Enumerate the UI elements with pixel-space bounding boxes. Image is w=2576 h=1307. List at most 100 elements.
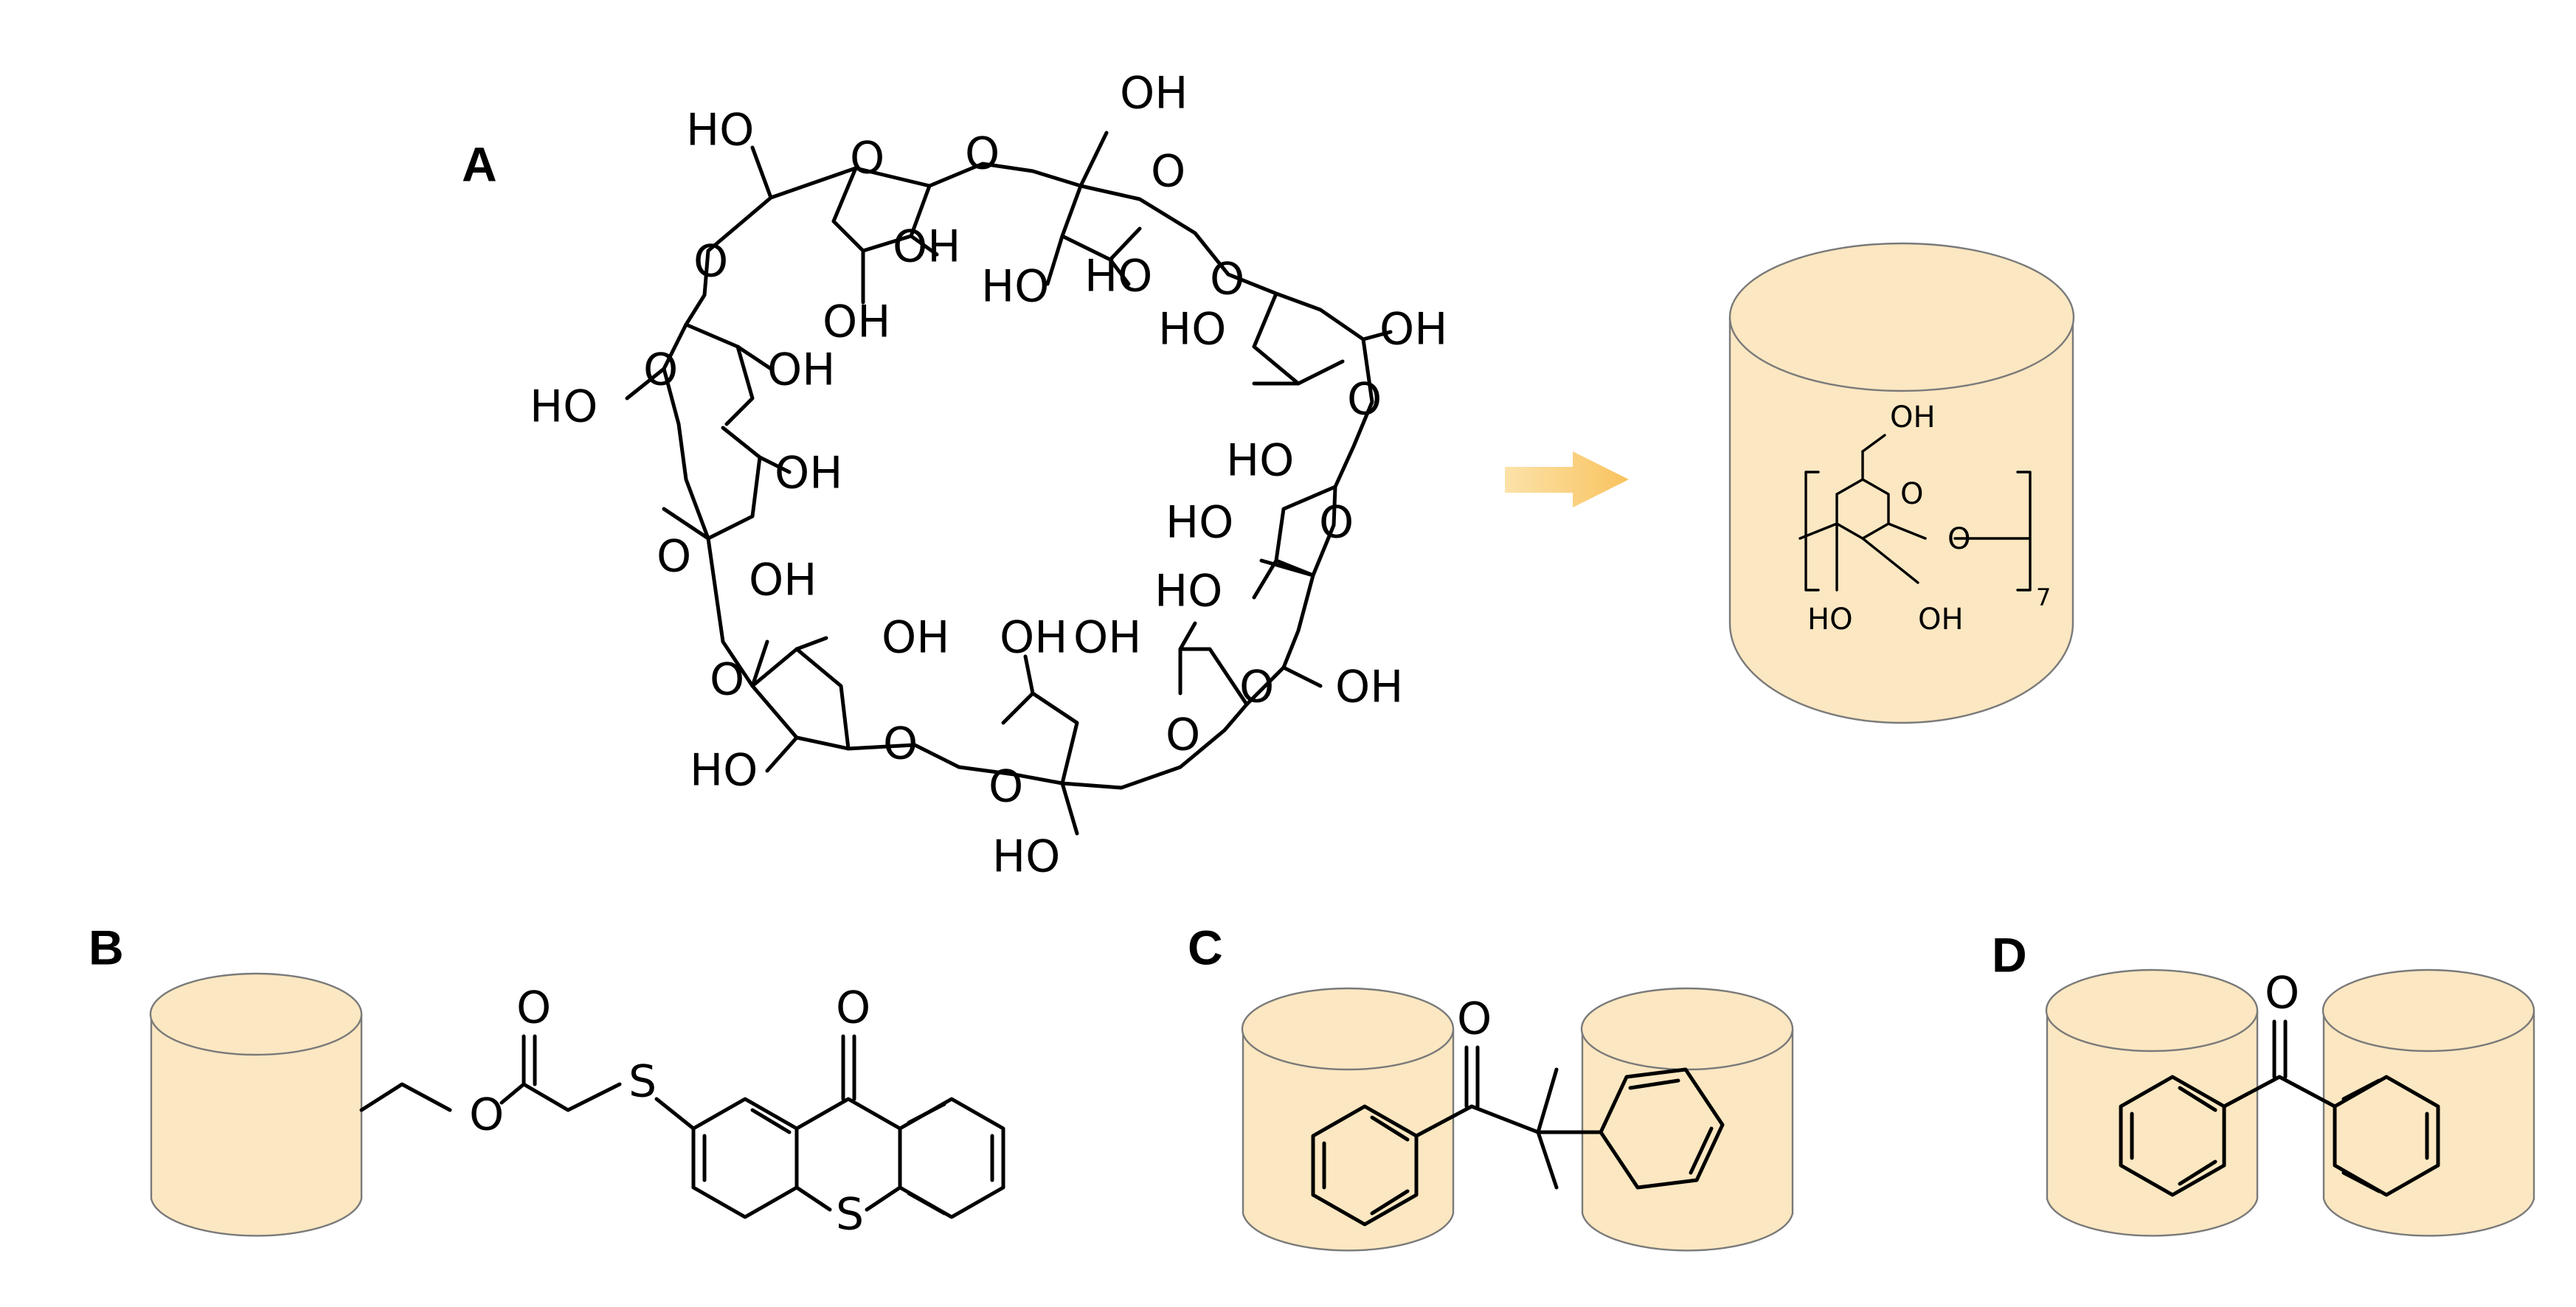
cd-bond: [1078, 131, 1109, 188]
cd-hydroxyl-label: OH: [1120, 68, 1188, 119]
aromatic-ring: [2119, 1075, 2226, 1197]
ester-bond: [499, 1082, 622, 1112]
cd-hydroxyl-label: OH: [1335, 662, 1403, 713]
cd-bridge-oxygen-label: O: [1210, 254, 1244, 305]
panel-d-structure: O: [2045, 968, 2535, 1237]
cd-bond: [765, 735, 799, 773]
cd-hydroxyl-label: OH: [1379, 304, 1447, 356]
panel-c-structure: O: [1241, 987, 1794, 1252]
aromatic-double-bond: [2341, 1078, 2381, 1101]
aromatic-double-bond: [1370, 1115, 1410, 1142]
cd-bond: [1060, 184, 1142, 262]
cd-bond: [1178, 621, 1197, 651]
panel-label-a: A: [462, 136, 497, 191]
cylinder-body: [1581, 1029, 1794, 1252]
cd-ring-oxygen-label: O: [1347, 374, 1382, 426]
beta-cyclodextrin-structure: HO O O OH O OH OH HO HO O O HO OH O O OH…: [530, 68, 1447, 883]
cd-hydroxyl-label: OH: [749, 555, 817, 606]
central-ring-bond: [794, 1097, 902, 1131]
cd-ring-oxygen-label: O: [710, 654, 744, 706]
glucose-hydroxyl-label: OH: [1918, 603, 1964, 637]
cd-bond: [1001, 691, 1079, 786]
panel-label-b: B: [89, 920, 124, 974]
carbonyl-oxygen-label: O: [2265, 968, 2299, 1019]
glucose-bridge-oxygen-label: O: [1947, 522, 1970, 556]
repeat-bracket-right: [2016, 471, 2032, 592]
cylinder-top: [1241, 987, 1455, 1071]
linker-bond: [359, 1082, 452, 1112]
cyclodextrin-cylinder-schematic: OH O O HO OH 7: [1728, 242, 2075, 724]
central-ring-bond: [794, 1185, 832, 1212]
glucose-bond: [1887, 522, 1927, 540]
carbonyl-oxygen-label: O: [516, 982, 551, 1034]
cd-ring-oxygen-label: O: [1151, 146, 1185, 198]
cd-hydroxyl-label: HO: [686, 105, 754, 156]
glucose-bond: [1861, 537, 1919, 584]
methyl-bond: [1536, 1130, 1559, 1190]
cd-hydroxyl-label: HO: [530, 381, 598, 433]
cd-hydroxyl-label: OH: [1000, 612, 1067, 664]
cd-hydroxyl-label: OH: [1073, 612, 1141, 664]
aromatic-ring: [1311, 1104, 1419, 1227]
cd-bond: [662, 507, 710, 541]
panel-label-d: D: [1992, 927, 2027, 982]
panel-b-structure: O O S O S: [149, 972, 1005, 1241]
repeat-count: 7: [2036, 583, 2051, 611]
cylinder-top: [1580, 987, 1794, 1071]
cd-bridge-oxygen-label: O: [883, 718, 918, 770]
cd-bond: [662, 162, 1374, 790]
cd-bond: [1252, 291, 1345, 386]
cd-bond: [1060, 781, 1079, 836]
methyl-bond: [1536, 1067, 1559, 1134]
cd-hydroxyl-label: OH: [775, 448, 842, 499]
cd-hydroxyl-label: OH: [893, 221, 960, 273]
cd-bridge-oxygen-label: O: [693, 236, 728, 288]
transform-arrow: [1505, 451, 1629, 507]
cd-bond: [706, 426, 762, 541]
ketone-bond: [1414, 1104, 1603, 1138]
cd-bridge-oxygen-label: O: [657, 531, 691, 583]
cd-hydroxyl-label: HO: [1084, 251, 1152, 302]
cd-bond: [1259, 558, 1315, 578]
cylinder-top: [2321, 968, 2535, 1053]
cd-bond: [909, 234, 939, 257]
cd-bond: [750, 647, 851, 751]
aromatic-double-bond: [2178, 1086, 2217, 1112]
cd-hydroxyl-label: HO: [992, 831, 1060, 883]
cylinder-body: [150, 1014, 363, 1237]
cylinder-top: [1728, 242, 2075, 392]
repeat-bracket-left: [1804, 471, 1820, 592]
cd-hydroxyl-label: OH: [882, 612, 949, 664]
cd-ring-oxygen-label: O: [988, 761, 1023, 813]
cylinder-body: [2046, 1010, 2259, 1237]
panel-label-c: C: [1188, 920, 1223, 974]
cd-hydroxyl-label: OH: [767, 344, 835, 396]
glucose-hydroxyl-label: OH: [1890, 401, 1936, 434]
cylinder-top: [149, 972, 363, 1056]
aromatic-ring: [2333, 1075, 2440, 1197]
aromatic-double-bond: [1689, 1126, 1714, 1175]
cd-bond: [625, 367, 666, 401]
cd-bond: [1361, 330, 1393, 342]
aromatic-double-bond: [1628, 1078, 1680, 1090]
cd-bridge-oxygen-label: O: [1319, 497, 1354, 549]
aromatic-double-bond: [907, 1102, 946, 1125]
aromatic-double-bond: [2178, 1159, 2217, 1186]
sulfur-label: S: [629, 1056, 657, 1108]
thioether-bond: [654, 1097, 696, 1131]
glucose-ring-oxygen-label: O: [1900, 477, 1923, 511]
glucose-hydroxyl-label: HO: [1807, 603, 1853, 637]
cd-bridge-oxygen-label: O: [1166, 710, 1200, 761]
cd-bond: [1252, 558, 1278, 600]
central-ring-bond: [865, 1185, 902, 1212]
cylinder-top: [2045, 968, 2259, 1053]
cd-hydroxyl-label: HO: [1166, 497, 1233, 549]
cd-bond: [750, 639, 769, 688]
cd-bond: [1045, 234, 1064, 286]
cd-bridge-oxygen-label: O: [965, 128, 1000, 180]
ester-oxygen-label: O: [469, 1089, 504, 1141]
aromatic-ring: [691, 1097, 799, 1219]
ketone-bond: [2222, 1075, 2337, 1109]
cd-bond: [1281, 665, 1323, 688]
